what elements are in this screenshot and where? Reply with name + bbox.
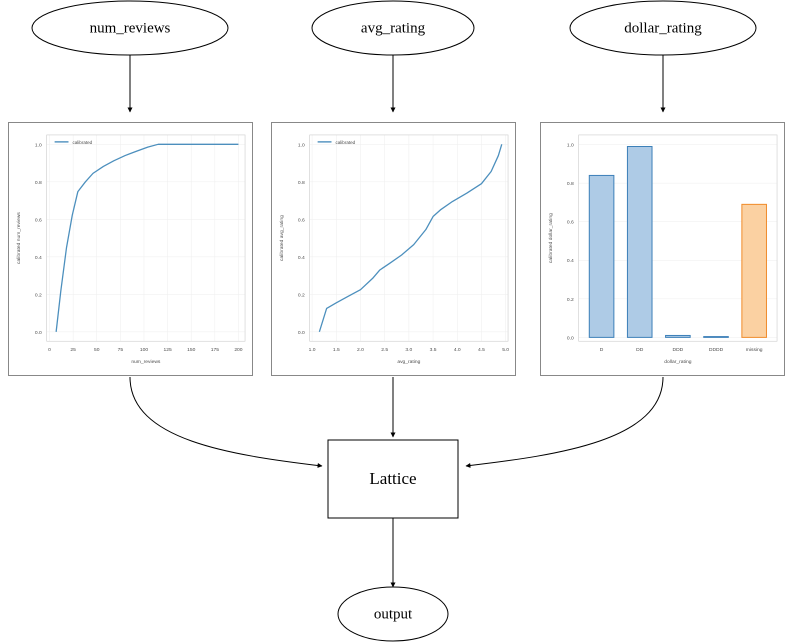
x-tick-label: 175: [211, 347, 219, 353]
node-num-reviews-label: num_reviews: [90, 20, 171, 36]
node-output-label: output: [374, 606, 413, 622]
node-lattice-label: Lattice: [369, 469, 416, 488]
y-tick-label: 0.2: [35, 292, 42, 298]
legend-label: calibrated: [335, 140, 355, 145]
plot-dollar-rating[interactable]: 0.0 0.2 0.4 0.6 0.8 1.0 calibrated dollar_rati…: [540, 122, 785, 376]
x-tick-label: 4.5: [478, 347, 485, 353]
legend-label: calibrated: [72, 140, 92, 145]
ellipse-shape: [337, 586, 449, 642]
x-tick-label: 3.5: [430, 347, 437, 353]
x-tick-label: 25: [70, 347, 76, 353]
x-tick-label: 2.5: [381, 347, 388, 353]
node-avg-rating-label: avg_rating: [361, 20, 426, 36]
plot-avg-rating[interactable]: 0.0 0.2 0.4 0.6 0.8 1.0 calibrated avg_rating 1…: [271, 122, 516, 376]
y-tick-label: 0.8: [567, 181, 574, 187]
x-tick-label: 3.0: [405, 347, 412, 353]
y-tick-label: 0.6: [298, 217, 305, 223]
y-tick-label: 0.4: [35, 255, 42, 261]
plot-dollar-rating-canvas: 0.0 0.2 0.4 0.6 0.8 1.0 calibrated dollar_rati…: [548, 134, 778, 365]
x-tick-label: 1.0: [309, 347, 316, 353]
bar-ddd: [665, 334, 691, 338]
y-tick-label: 0.6: [567, 220, 574, 226]
x-axis-title: dollar_rating: [664, 359, 691, 365]
x-tick-label: 200: [234, 347, 242, 353]
y-tick-label: 0.4: [567, 258, 574, 264]
x-tick-label: missing: [746, 347, 763, 353]
x-tick-label: 125: [163, 347, 171, 353]
x-tick-label: 2.0: [357, 347, 364, 353]
y-axis-title: calibrated dollar_rating: [548, 213, 554, 263]
x-axis-title: num_reviews: [131, 359, 161, 365]
y-tick-label: 0.0: [298, 330, 305, 336]
plot-num-reviews[interactable]: 0.0 0.2 0.4 0.6 0.8 1.0 calibrated num_reviews…: [8, 122, 253, 376]
x-tick-label: 5.0: [502, 347, 509, 353]
node-output[interactable]: output: [337, 586, 449, 642]
arrow-plot3-to-lattice: [465, 376, 664, 468]
bar-missing: [741, 203, 767, 338]
x-tick-label: 150: [187, 347, 195, 353]
bar-dd: [626, 146, 653, 338]
bar-d: [588, 174, 615, 338]
x-tick-label: 0: [48, 347, 51, 353]
x-tick-label: DDD: [673, 347, 684, 353]
x-tick-label: DD: [636, 347, 644, 353]
bar-dddd: [703, 336, 729, 338]
lattice-box-shape: [327, 439, 459, 519]
node-avg-rating[interactable]: avg_rating: [311, 0, 475, 56]
x-tick-label: 50: [94, 347, 100, 353]
x-tick-label: DDDD: [709, 347, 724, 353]
node-dollar-rating[interactable]: dollar_rating: [569, 0, 757, 56]
y-tick-label: 0.4: [298, 255, 305, 261]
y-tick-label: 0.2: [298, 292, 305, 298]
plot-num-reviews-canvas: 0.0 0.2 0.4 0.6 0.8 1.0 calibrated num_reviews…: [16, 134, 246, 365]
data-line-calibrated: [55, 143, 239, 332]
y-tick-label: 0.0: [567, 335, 574, 341]
node-num-reviews[interactable]: num_reviews: [31, 0, 229, 56]
x-tick-label: 1.5: [333, 347, 340, 353]
data-line-calibrated: [318, 144, 503, 333]
arrow-plot1-to-lattice: [129, 376, 323, 468]
x-tick-label: 4.0: [454, 347, 461, 353]
node-dollar-rating-label: dollar_rating: [624, 20, 702, 36]
y-tick-label: 1.0: [567, 143, 574, 149]
x-axis-title: avg_rating: [397, 359, 420, 365]
y-tick-label: 1.0: [298, 142, 305, 148]
x-tick-label: D: [600, 347, 604, 353]
y-axis-title: calibrated avg_rating: [279, 215, 285, 261]
y-tick-label: 0.6: [35, 217, 42, 223]
y-tick-label: 0.8: [35, 180, 42, 186]
node-lattice[interactable]: Lattice: [327, 439, 459, 519]
x-tick-label: 100: [140, 347, 148, 353]
y-tick-label: 1.0: [35, 142, 42, 148]
y-tick-label: 0.2: [567, 297, 574, 303]
y-axis-title: calibrated num_reviews: [16, 212, 22, 264]
plot-avg-rating-canvas: 0.0 0.2 0.4 0.6 0.8 1.0 calibrated avg_rating 1…: [279, 134, 509, 365]
y-tick-label: 0.0: [35, 330, 42, 336]
y-tick-label: 0.8: [298, 180, 305, 186]
x-tick-label: 75: [118, 347, 124, 353]
